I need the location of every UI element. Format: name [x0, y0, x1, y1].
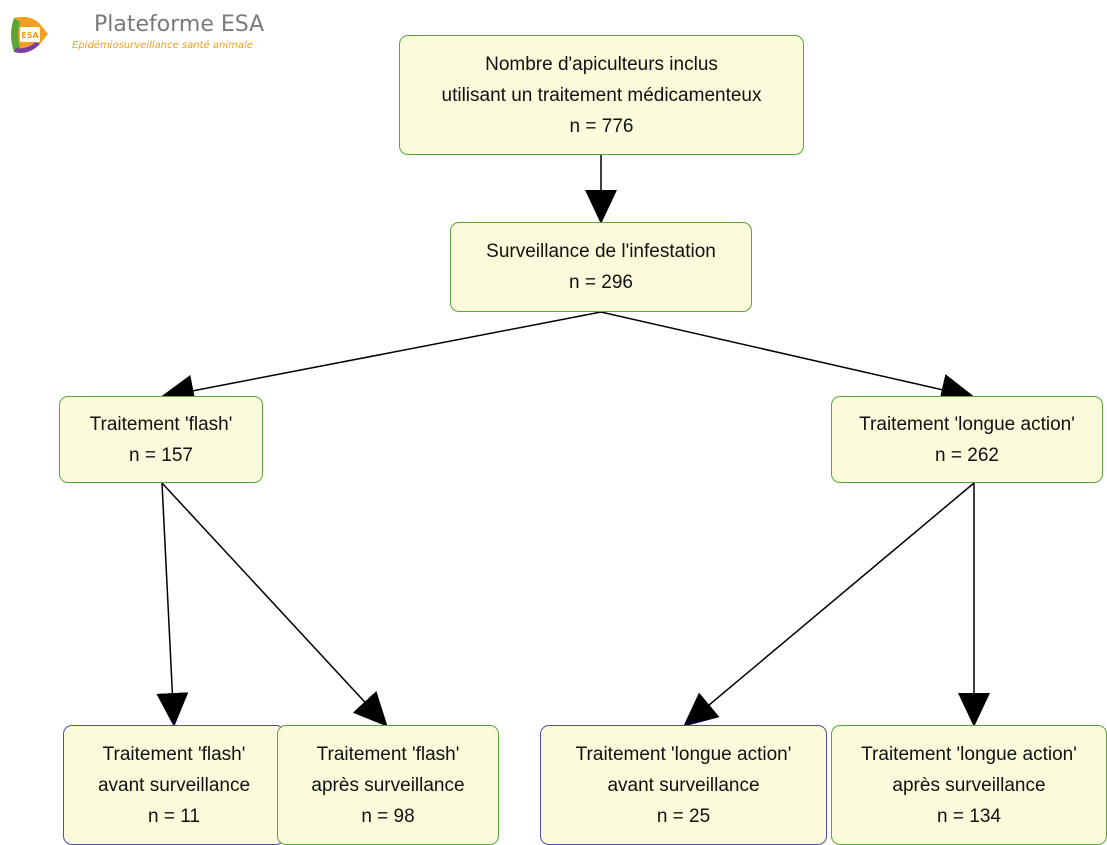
node-long-action-treatment: Traitement 'longue action' n = 262	[831, 396, 1103, 483]
edge-flash-to-apres	[161, 482, 388, 727]
node-label-line: Traitement 'flash'	[102, 743, 246, 765]
node-label-line: utilisant un traitement médicamenteux	[441, 84, 762, 106]
node-label-line: Nombre d'apiculteurs inclus	[485, 53, 718, 75]
node-flash-after-surveillance: Traitement 'flash' après surveillance n = …	[277, 725, 499, 845]
edge-longue-to-avant	[683, 482, 975, 727]
edge-surveillance-to-flash	[160, 311, 602, 407]
esa-logo-icon: ESA	[11, 16, 48, 53]
node-label-line: Traitement 'flash'	[316, 743, 460, 765]
node-root-beekeepers: Nombre d'apiculteurs inclus utilisant un …	[399, 35, 804, 155]
node-label-line: Traitement 'longue action'	[575, 743, 792, 765]
node-label-line: avant surveillance	[97, 774, 251, 796]
node-count: n = 296	[569, 272, 633, 293]
node-count: n = 262	[935, 444, 999, 466]
node-count: n = 11	[148, 805, 200, 827]
node-flash-treatment: Traitement 'flash' n = 157	[59, 396, 263, 483]
edge-flash-to-avant	[156, 482, 189, 727]
platform-subtitle: Epidémiosurveillance santé animale	[72, 40, 253, 51]
node-label-line: après surveillance	[892, 774, 1046, 796]
node-label-line: Surveillance de l'infestation	[486, 241, 716, 262]
node-label-line: Traitement 'longue action'	[861, 743, 1077, 765]
node-count: n = 25	[656, 805, 711, 827]
node-label-line: avant surveillance	[607, 774, 760, 796]
node-long-action-before-surveillance: Traitement 'longue action' avant surveill…	[540, 725, 827, 845]
edge-surveillance-to-longue	[600, 311, 975, 406]
platform-title: Plateforme ESA	[94, 12, 265, 37]
node-infestation-surveillance: Surveillance de l'infestation n = 296	[450, 222, 752, 312]
node-count: n = 776	[569, 115, 634, 137]
node-count: n = 98	[361, 805, 415, 827]
node-count: n = 157	[129, 444, 193, 466]
node-label-line: Traitement 'longue action'	[859, 413, 1075, 435]
node-count: n = 134	[937, 805, 1001, 827]
logo-mark-text: ESA	[21, 31, 39, 40]
node-label-line: Traitement 'flash'	[89, 413, 233, 435]
node-label-line: après surveillance	[311, 774, 465, 796]
node-long-action-after-surveillance: Traitement 'longue action' après surveill…	[831, 725, 1107, 845]
node-flash-before-surveillance: Traitement 'flash' avant surveillance n = …	[63, 725, 285, 845]
platform-logo: ESA Plateforme ESA Epidémiosurveillance …	[8, 8, 308, 56]
